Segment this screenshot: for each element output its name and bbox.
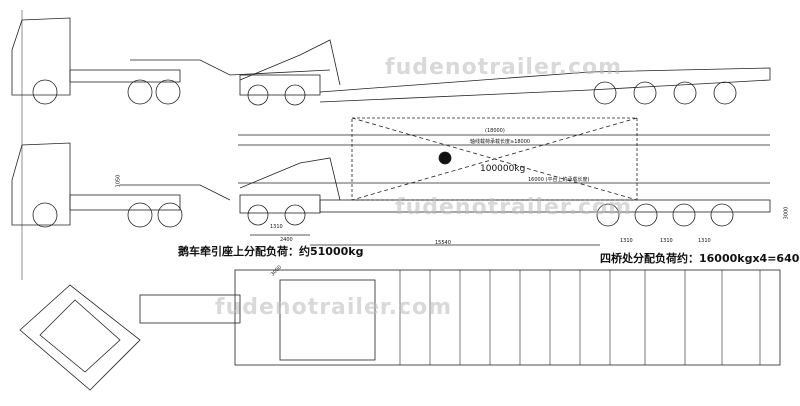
dim-main-span: 15540 xyxy=(435,240,451,246)
lowbed-trailer-side-2 xyxy=(238,117,771,246)
watermark-3: fudenotrailer.com xyxy=(215,295,453,320)
cargo-weight: 100000kg xyxy=(480,164,526,174)
truck-top-view-1 xyxy=(11,17,331,105)
watermark-2: fudenotrailer.com xyxy=(395,195,633,220)
dim-side-height: 1050 xyxy=(115,174,122,188)
watermark-1: fudenotrailer.com xyxy=(385,55,623,80)
dim-axle-2: 1310 xyxy=(660,238,673,244)
lowbed-trailer-side-1 xyxy=(239,39,771,106)
dim-axle-1: 1310 xyxy=(620,238,633,244)
axle-load-label: 四桥处分配负荷约：16000kgx4=64000kg xyxy=(600,252,800,265)
kingpin-load-label: 鹅车牵引座上分配负荷：约51000kg xyxy=(178,245,364,258)
trailer-top-view xyxy=(19,269,781,391)
dim-axle-3: 1310 xyxy=(698,238,711,244)
dim-overall: (18000) xyxy=(485,128,505,134)
dim-axle-front: 1310 xyxy=(270,224,283,230)
dim-platform-length: 16000 (平台上的承载长度) xyxy=(528,177,590,183)
dim-gooseneck: 2400 xyxy=(280,237,293,243)
dim-width-rear: 3000 xyxy=(783,206,790,220)
truck-side-view-2 xyxy=(11,142,231,228)
dim-loading-length: 轴线载荷承载长度≥18000 xyxy=(470,139,531,145)
